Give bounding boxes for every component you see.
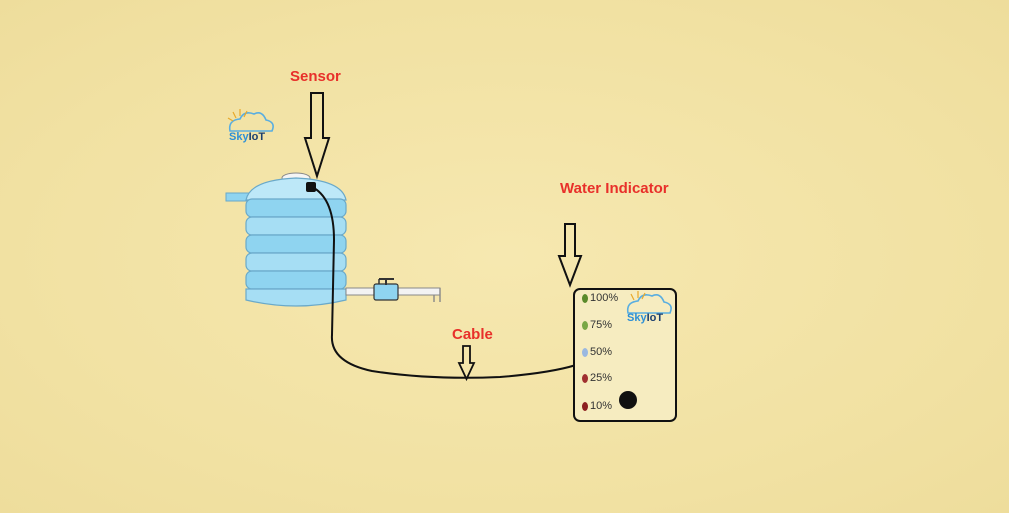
sensor-arrow-icon [303,92,331,180]
water-tank [245,172,347,307]
skyiot-logo-tank [227,109,274,132]
level-label: 100% [590,292,619,304]
skyiot-logo-panel [626,291,672,314]
tap-valve-icon [373,278,399,301]
level-led-icon [582,347,588,357]
level-label: 50% [590,346,613,358]
cable-label: Cable [452,326,493,343]
logo-iot-text: IoT [248,131,266,143]
water-indicator-label: Water Indicator [560,180,669,197]
sensor-device [306,182,316,192]
logo-iot-text: IoT [646,312,664,324]
level-row-50: 50% [582,346,612,358]
cable-line [313,187,577,379]
level-label: 25% [590,372,613,384]
level-row-100: 100% [582,292,618,304]
sensor-label: Sensor [290,68,341,85]
level-led-icon [582,293,588,303]
indicator-arrow-icon [557,223,583,288]
level-led-icon [582,320,588,330]
level-label: 75% [590,319,613,331]
water-indicator-panel [573,288,677,422]
cable-arrow-icon [457,345,476,382]
level-led-icon [582,401,588,411]
level-row-75: 75% [582,319,612,331]
skyiot-logo-text-tank: SkyIoT [229,131,265,143]
logo-sky-text: Sky [627,312,647,324]
indicator-button [619,391,637,409]
skyiot-logo-text-panel: SkyIoT [627,312,663,324]
logo-sky-text: Sky [229,131,249,143]
level-row-25: 25% [582,372,612,384]
level-led-icon [582,373,588,383]
level-row-10: 10% [582,400,612,412]
level-label: 10% [590,400,613,412]
